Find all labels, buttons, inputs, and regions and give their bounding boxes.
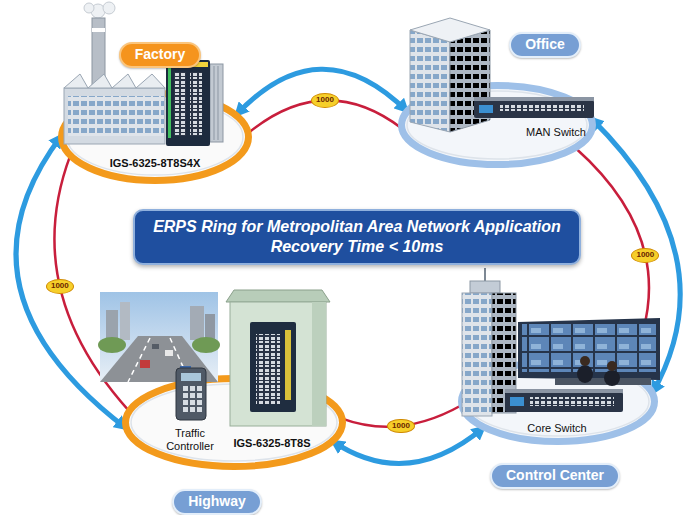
industrial-switch bbox=[168, 66, 171, 138]
office-building bbox=[410, 18, 490, 42]
text-holder: IGS-6325-8T8S4X bbox=[110, 157, 201, 170]
operators bbox=[607, 361, 617, 371]
device-name: Traffic Controller bbox=[159, 427, 221, 453]
roadside-cabinet bbox=[250, 322, 296, 412]
text-holder: IGS-6325-8T8S bbox=[233, 437, 310, 450]
industrial-switch bbox=[214, 66, 215, 140]
industrial-switch bbox=[174, 72, 186, 136]
site-name: Highway bbox=[188, 493, 246, 511]
industrial-switch bbox=[210, 64, 223, 142]
highway-photo bbox=[106, 310, 118, 340]
text-holder: MAN Switch bbox=[526, 126, 586, 139]
core-switch bbox=[505, 389, 623, 412]
traffic-keypad bbox=[176, 368, 206, 420]
banner-line: Recovery Time < 10ms bbox=[153, 237, 561, 257]
industrial-switch bbox=[190, 72, 202, 136]
chimney-smoke bbox=[84, 3, 94, 13]
factory-building bbox=[92, 28, 105, 32]
industrial-switch bbox=[218, 66, 219, 140]
rack-switch bbox=[474, 100, 594, 118]
traffic-keypad bbox=[181, 373, 201, 381]
core-switch bbox=[505, 392, 623, 412]
factory-building bbox=[64, 88, 165, 144]
site-name: Control Center bbox=[506, 467, 604, 485]
highway-photo bbox=[192, 337, 220, 353]
highway-photo bbox=[205, 314, 215, 340]
roadside-cabinet bbox=[226, 290, 330, 302]
traffic-arrow bbox=[236, 69, 407, 115]
operators bbox=[577, 365, 593, 383]
highway-photo bbox=[140, 360, 150, 368]
link-speed-badge: 1000 bbox=[311, 93, 339, 108]
site-tag: Factory bbox=[119, 42, 202, 68]
core-switch bbox=[505, 389, 623, 393]
device-name: MAN Switch bbox=[526, 126, 586, 139]
rack-switch bbox=[500, 105, 584, 113]
site-tag: Highway bbox=[172, 489, 262, 515]
monitor-wall bbox=[522, 324, 656, 372]
rack-switch bbox=[474, 97, 594, 101]
industrial-switch bbox=[166, 60, 210, 146]
site-tag: Control Center bbox=[490, 463, 620, 489]
industrial-switch bbox=[166, 60, 223, 146]
link-speed-label: 1000 bbox=[392, 422, 410, 431]
operators bbox=[604, 370, 620, 386]
control-tower bbox=[484, 268, 486, 282]
highway-photo bbox=[190, 306, 204, 340]
link-speed-badge: 1000 bbox=[387, 419, 415, 434]
highway-photo bbox=[98, 337, 126, 353]
roadside-cabinet bbox=[285, 330, 291, 400]
rack-switch bbox=[479, 105, 493, 113]
roadside-cabinet bbox=[230, 302, 326, 426]
operators bbox=[580, 356, 590, 366]
core-switch bbox=[530, 397, 614, 406]
operators bbox=[577, 356, 620, 386]
chimney-smoke bbox=[103, 2, 115, 14]
banner-line: ERPS Ring for Metropolitan Area Network … bbox=[153, 217, 561, 237]
traffic-arrow bbox=[16, 136, 127, 429]
industrial-switch bbox=[192, 62, 208, 67]
highway-photo bbox=[100, 336, 218, 382]
chimney-smoke bbox=[84, 2, 115, 18]
device-name: Core Switch bbox=[527, 422, 586, 435]
device-model: IGS-6325-8T8S bbox=[233, 437, 310, 450]
traffic-keypad bbox=[176, 368, 206, 420]
factory-building bbox=[64, 74, 165, 88]
site-name: Office bbox=[525, 36, 565, 54]
highway-photo bbox=[120, 302, 130, 340]
monitor-wall bbox=[555, 378, 651, 385]
control-tower bbox=[470, 281, 500, 293]
traffic-arrow bbox=[332, 427, 484, 463]
link-speed-badge: 1000 bbox=[46, 279, 74, 294]
monitor-wall bbox=[518, 318, 660, 385]
highway-photo bbox=[152, 344, 159, 349]
highway-photo bbox=[165, 350, 173, 356]
control-tower bbox=[462, 293, 492, 416]
roadside-cabinet bbox=[226, 290, 330, 426]
traffic-keypad bbox=[181, 385, 202, 413]
text-holder: Core Switch bbox=[527, 422, 586, 435]
roadside-cabinet bbox=[312, 302, 326, 426]
device-model: IGS-6325-8T8S4X bbox=[110, 157, 201, 170]
link-speed-badge: 1000 bbox=[631, 248, 659, 263]
link-speed-label: 1000 bbox=[636, 251, 654, 260]
site-name: Factory bbox=[135, 46, 186, 64]
factory-building bbox=[64, 18, 165, 144]
site-tag: Office bbox=[509, 32, 581, 58]
link-speed-label: 1000 bbox=[316, 96, 334, 105]
rack-switch bbox=[474, 97, 594, 118]
text-holder: Traffic Controller bbox=[159, 427, 221, 453]
office-building bbox=[410, 30, 450, 132]
link-speed-label: 1000 bbox=[51, 282, 69, 291]
highway-photo bbox=[128, 338, 150, 382]
factory-building bbox=[68, 96, 164, 136]
core-switch bbox=[510, 397, 524, 406]
roadside-cabinet bbox=[256, 334, 280, 404]
title-banner: ERPS Ring for Metropolitan Area Network … bbox=[133, 209, 581, 265]
